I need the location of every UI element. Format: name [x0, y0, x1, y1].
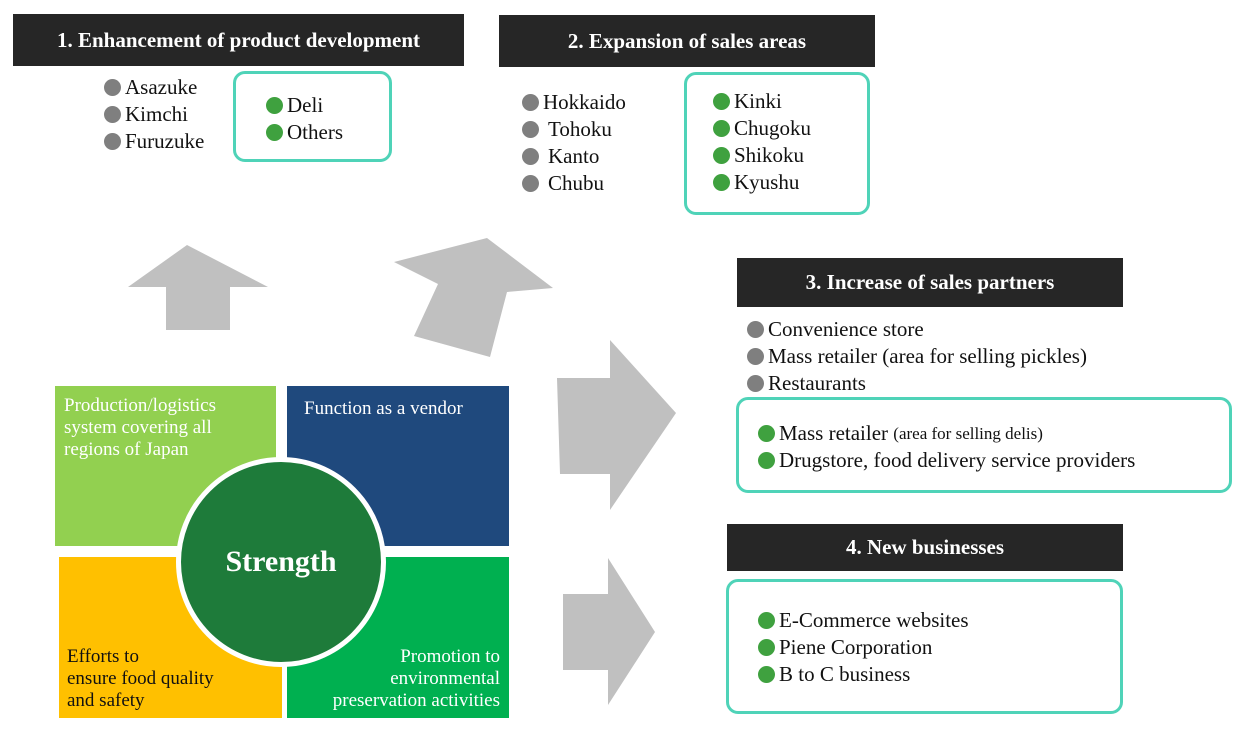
areas-new-box [684, 72, 870, 215]
bullet-icon [747, 348, 764, 365]
bullet-icon [522, 94, 539, 111]
bullet-icon [266, 124, 283, 141]
bullet-icon [747, 375, 764, 392]
areas-new-list: Kinki Chugoku Shikoku Kyushu [713, 88, 811, 196]
partners-new-box [736, 397, 1232, 493]
bullet-icon [104, 133, 121, 150]
list-item: Furuzuke [104, 128, 204, 155]
bullet-icon [522, 148, 539, 165]
list-item: Piene Corporation [758, 634, 969, 661]
bullet-icon [758, 452, 775, 469]
arrow-up-product [128, 245, 268, 330]
strength-circle: Strength [176, 457, 386, 667]
list-item: Shikoku [713, 142, 811, 169]
quadrant-text: regions of Japan [64, 439, 189, 460]
partners-new-list: Mass retailer (area for selling delis) D… [758, 420, 1135, 474]
bullet-icon [758, 425, 775, 442]
list-item: Kinki [713, 88, 811, 115]
bullet-icon [713, 174, 730, 191]
product-new-box [233, 71, 392, 162]
list-item: Asazuke [104, 74, 204, 101]
bullet-icon [747, 321, 764, 338]
bullet-icon [758, 666, 775, 683]
new-business-box [726, 579, 1123, 714]
partners-existing-list: Convenience store Mass retailer (area fo… [747, 316, 1087, 397]
quadrant-text: system covering all [64, 417, 212, 438]
list-item: Kanto [522, 143, 626, 170]
bullet-icon [758, 612, 775, 629]
list-item: Drugstore, food delivery service provide… [758, 447, 1135, 474]
list-item: Mass retailer (area for selling delis) [758, 420, 1135, 447]
sales-areas-header: 2. Expansion of sales areas [499, 15, 875, 67]
quadrant-text: Production/logistics [64, 395, 216, 416]
list-item: Kimchi [104, 101, 204, 128]
product-development-header: 1. Enhancement of product development [13, 14, 464, 66]
list-item: Others [266, 119, 343, 146]
list-item: E-Commerce websites [758, 607, 969, 634]
quadrant-text: environmental [390, 668, 500, 689]
bullet-icon [713, 120, 730, 137]
list-item: Convenience store [747, 316, 1087, 343]
quadrant-text: ensure food quality [67, 668, 214, 689]
areas-existing-list: Hokkaido Tohoku Kanto Chubu [522, 89, 626, 197]
quadrant-text: Promotion to [400, 646, 500, 667]
arrow-right-new-business [563, 558, 655, 705]
bullet-icon [758, 639, 775, 656]
arrow-diagonal-areas [394, 238, 553, 357]
list-item: Kyushu [713, 169, 811, 196]
bullet-icon [522, 121, 539, 138]
quadrant-text: preservation activities [332, 690, 500, 711]
list-item: Deli [266, 92, 343, 119]
quadrant-text: Efforts to [67, 646, 139, 667]
bullet-icon [104, 106, 121, 123]
bullet-icon [522, 175, 539, 192]
list-item: Mass retailer (area for selling pickles) [747, 343, 1087, 370]
new-businesses-header: 4. New businesses [727, 524, 1123, 571]
list-item: B to C business [758, 661, 969, 688]
list-item: Chugoku [713, 115, 811, 142]
list-item: Restaurants [747, 370, 1087, 397]
bullet-icon [104, 79, 121, 96]
product-new-list: Deli Others [266, 92, 343, 146]
bullet-icon [266, 97, 283, 114]
arrow-right-partners [557, 340, 676, 510]
bullet-icon [713, 93, 730, 110]
new-business-list: E-Commerce websites Piene Corporation B … [758, 607, 969, 688]
list-item: Chubu [522, 170, 626, 197]
strength-label: Strength [225, 545, 337, 578]
product-existing-list: Asazuke Kimchi Furuzuke [104, 74, 204, 155]
quadrant-text: Function as a vendor [304, 398, 463, 419]
sales-partners-header: 3. Increase of sales partners [737, 258, 1123, 307]
list-item: Tohoku [522, 116, 626, 143]
bullet-icon [713, 147, 730, 164]
list-item: Hokkaido [522, 89, 626, 116]
quadrant-text: and safety [67, 690, 145, 711]
